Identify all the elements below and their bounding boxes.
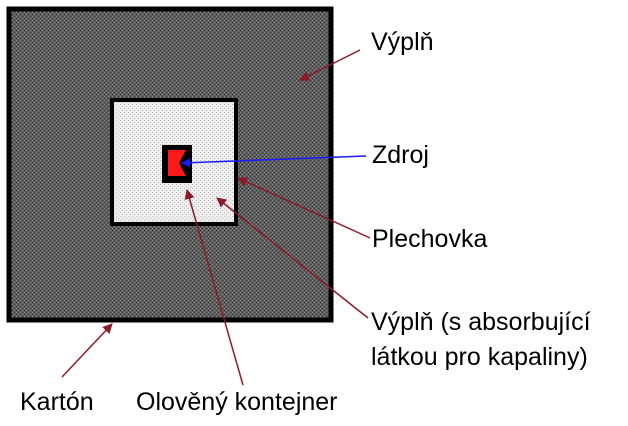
leader-fill-absorbent bbox=[216, 197, 369, 319]
label-fill-absorbent-line1: Výplň (s absorbující bbox=[371, 308, 591, 336]
leader-can bbox=[237, 177, 371, 239]
leader-carton bbox=[61, 323, 113, 378]
leader-lead-container bbox=[184, 189, 244, 386]
label-source: Zdroj bbox=[372, 141, 429, 169]
label-carton: Kartón bbox=[20, 388, 94, 416]
leader-fill-outer bbox=[299, 49, 361, 81]
label-fill-absorbent-line2: látkou pro kapaliny) bbox=[371, 343, 588, 371]
label-fill-outer: Výplň bbox=[371, 28, 434, 56]
leader-lines bbox=[61, 49, 371, 386]
source-mark bbox=[168, 150, 186, 176]
label-can: Plechovka bbox=[372, 225, 488, 253]
source-pointer-arrow bbox=[181, 155, 367, 168]
label-lead-container: Olověný kontejner bbox=[136, 388, 338, 416]
